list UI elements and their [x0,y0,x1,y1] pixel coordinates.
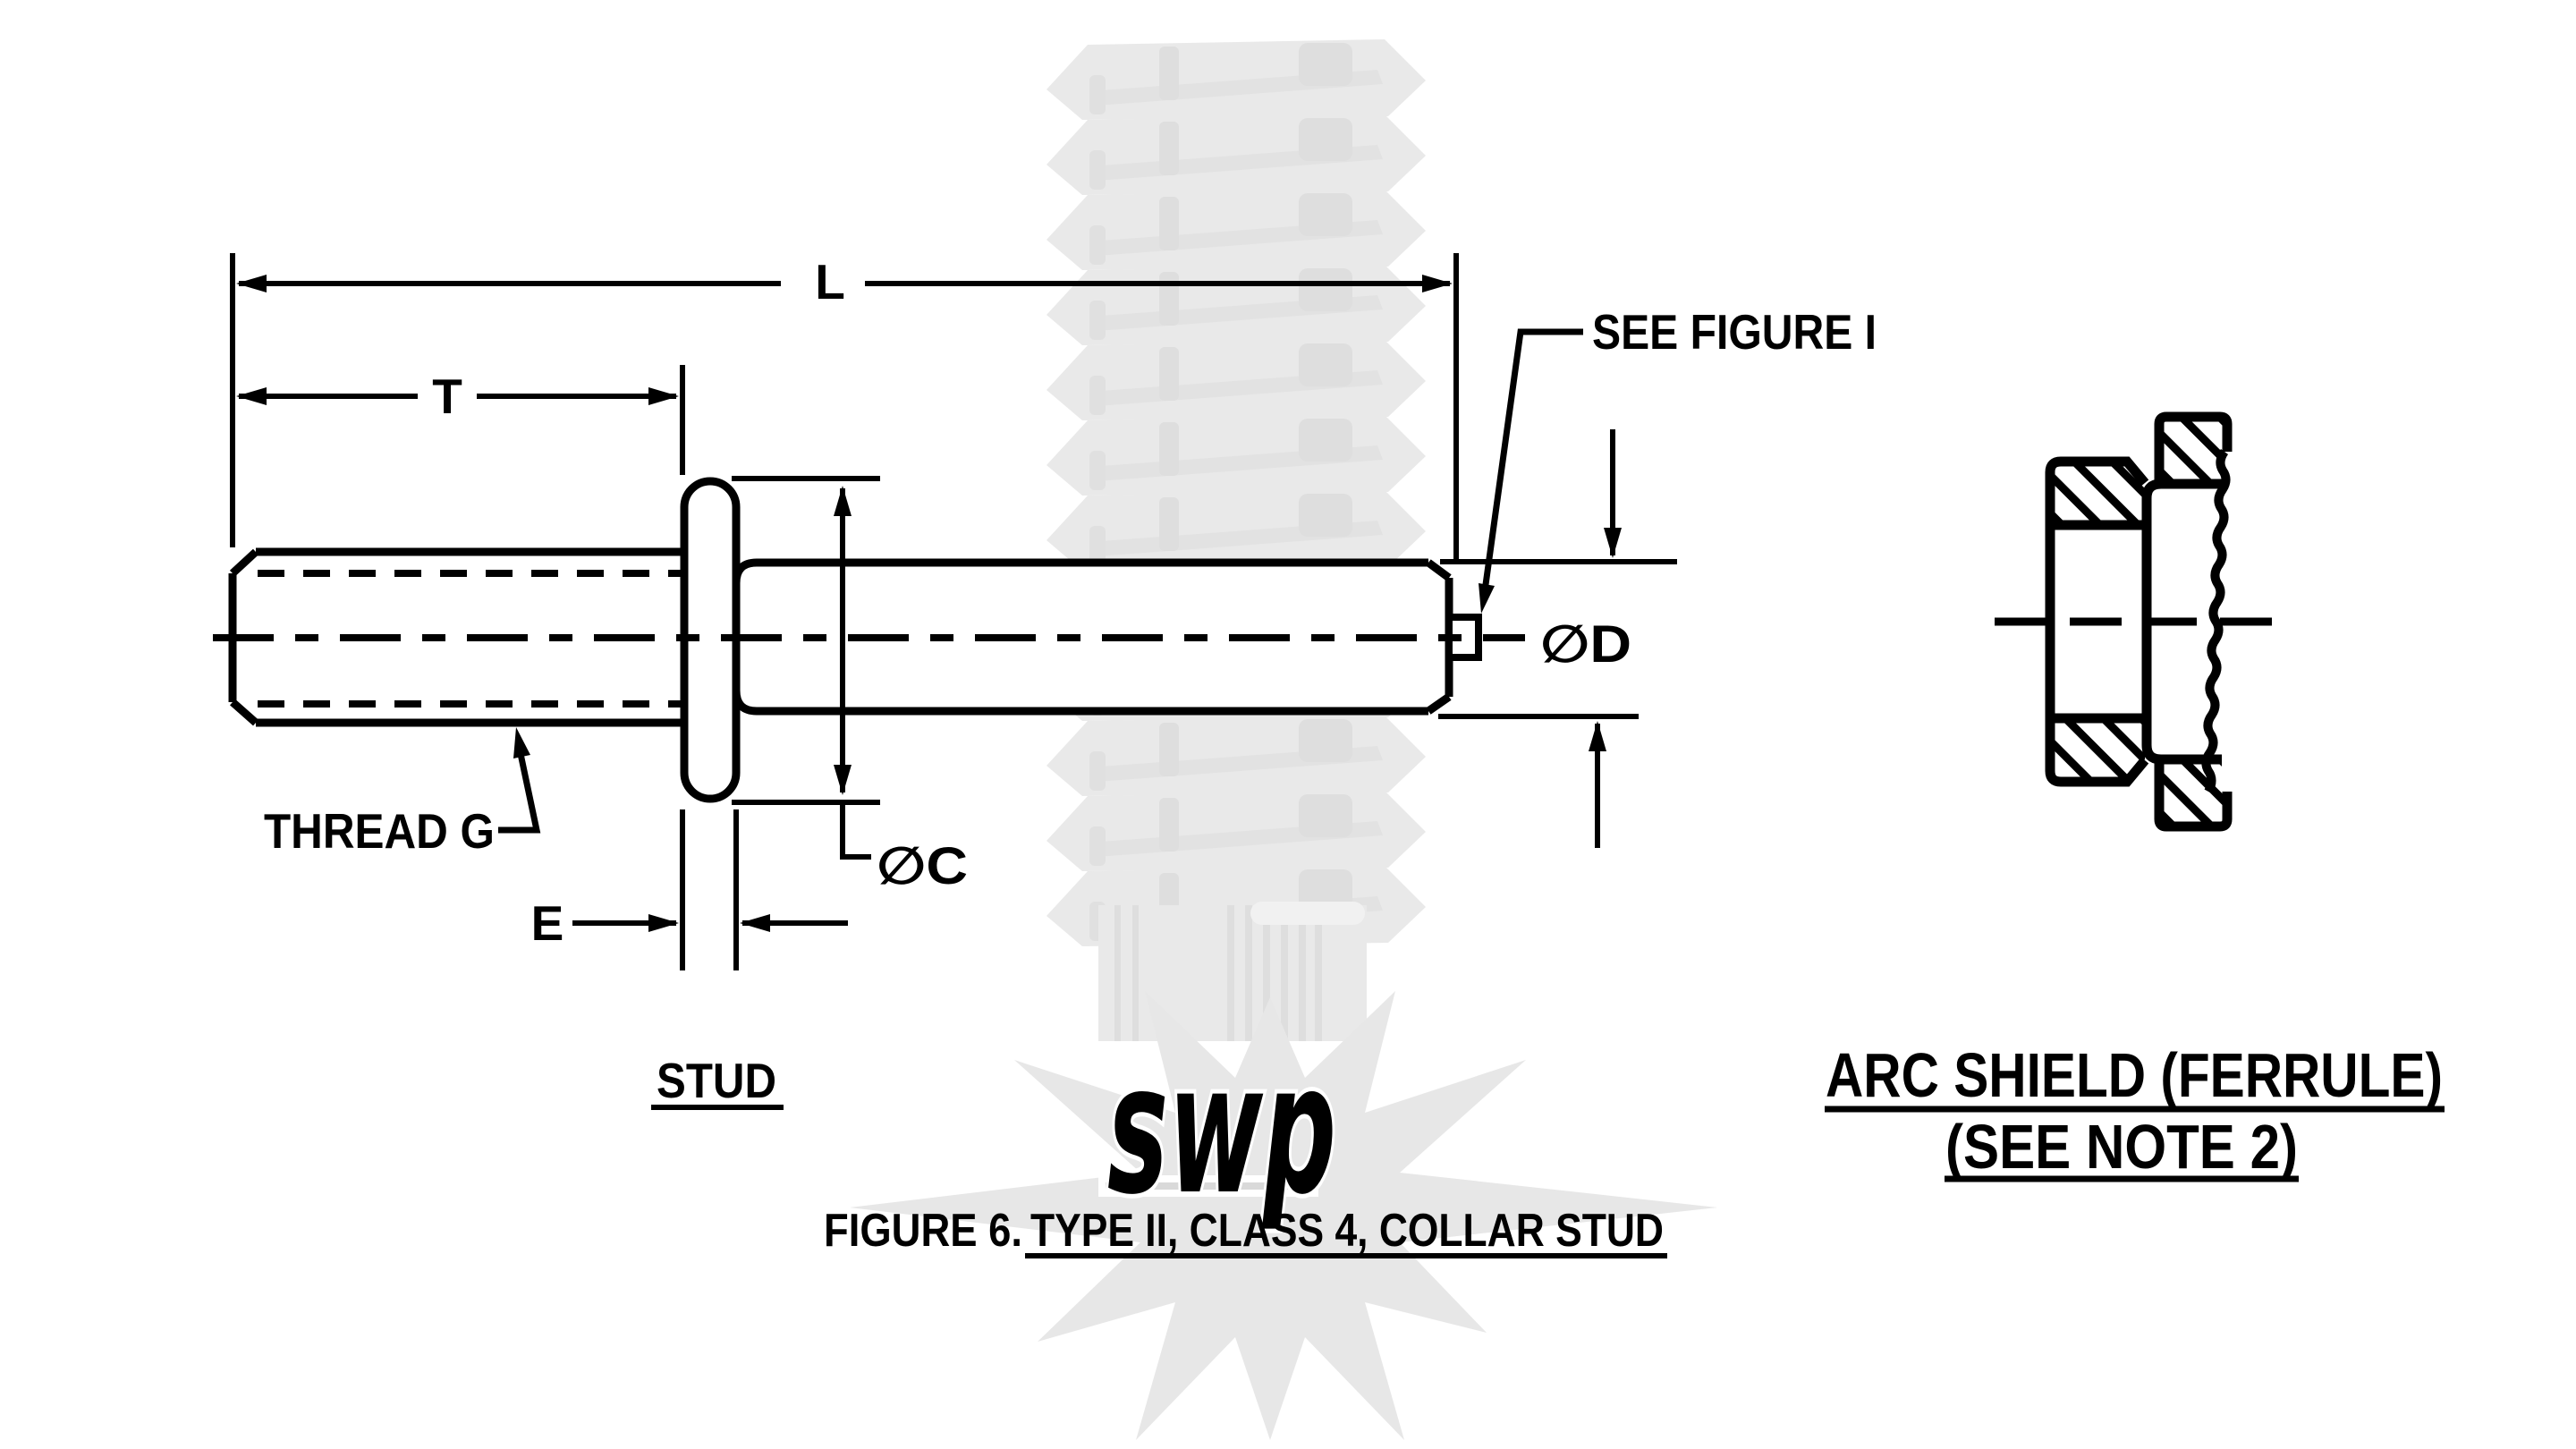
right-chamfer-top [1426,559,1452,581]
ferrule-broken-edge [2201,449,2231,794]
watermark-logo-underbar [1098,1175,1318,1197]
leader-see-figure [1480,328,1583,598]
arrow-D-upper-icon [1604,528,1622,558]
right-chamfer-bottom [1426,693,1452,715]
ferrule-body-top-outline [2154,411,2233,483]
arrow-L-right-icon [1422,275,1453,292]
collar-outline [680,477,741,803]
ferrule-flange-top-edge [2061,456,2149,487]
ferrule-hatch-flange-bottom [2050,718,2145,782]
arrow-T-left-icon [236,387,267,405]
stud-drawing [213,477,1525,803]
watermark-thread-icon [1046,39,1426,946]
dimension-lines [230,253,1677,970]
arrow-C-up-icon [834,486,852,516]
watermark-logo-text: swp [1107,1026,1336,1234]
ferrule-hatch-body-top [2159,417,2227,484]
fillet-bottom [732,690,758,716]
left-chamfer-top [229,548,259,577]
ferrule-label: ARC SHIELD (FERRULE) (SEE NOTE 2) [1825,1040,2445,1182]
arrow-E-right-side-icon [740,914,770,932]
arrow-C-down-icon [834,765,852,795]
caption-prefix: FIGURE 6. [824,1205,1022,1257]
label-thread-g: THREAD G [264,803,495,859]
arrow-D-lower-icon [1589,721,1606,751]
label-see-figure: SEE FIGURE I [1592,304,1877,360]
ferrule-hatch-body-bottom [2159,759,2227,826]
label-T: T [432,369,462,424]
figure-caption: FIGURE 6. TYPE II, CLASS 4, COLLAR STUD [824,1205,1667,1258]
arrow-T-right-icon [648,387,679,405]
label-arc-shield-line1: ARC SHIELD (FERRULE) [1826,1040,2443,1110]
watermark-starburst-icon: swp [850,991,1717,1440]
label-stud-view: STUD [657,1053,776,1108]
leader-thread-g [498,749,541,834]
watermark: swp [850,39,1717,1440]
label-E: E [531,895,564,951]
arrow-L-left-icon [236,275,267,292]
arrow-see-figure-icon [1479,583,1495,614]
label-L: L [815,254,845,309]
ferrule-body-bottom-outline [2154,760,2233,832]
arrow-thread-g-icon [513,727,530,758]
arrow-E-left-side-icon [648,914,679,932]
label-dia-D: ∅D [1540,615,1631,674]
leader-C [840,802,871,860]
ferrule-flange-bottom-edge [2061,757,2149,787]
left-chamfer-bottom [230,699,258,726]
caption-title: TYPE II, CLASS 4, COLLAR STUD [1030,1205,1664,1257]
fillet-top [732,558,758,584]
label-dia-C: ∅C [877,837,968,895]
arrowheads [236,275,1622,932]
ferrule-flange-left-edge [2045,456,2062,787]
ferrule-drawing [1995,411,2279,832]
watermark-shank-icon [1098,902,1367,1041]
stud-labels: L T SEE FIGURE I ∅C ∅D THREAD G E STUD [264,254,1877,1110]
label-arc-shield-line2: (SEE NOTE 2) [1945,1112,2298,1182]
ferrule-hatch-flange-top [2050,462,2145,525]
